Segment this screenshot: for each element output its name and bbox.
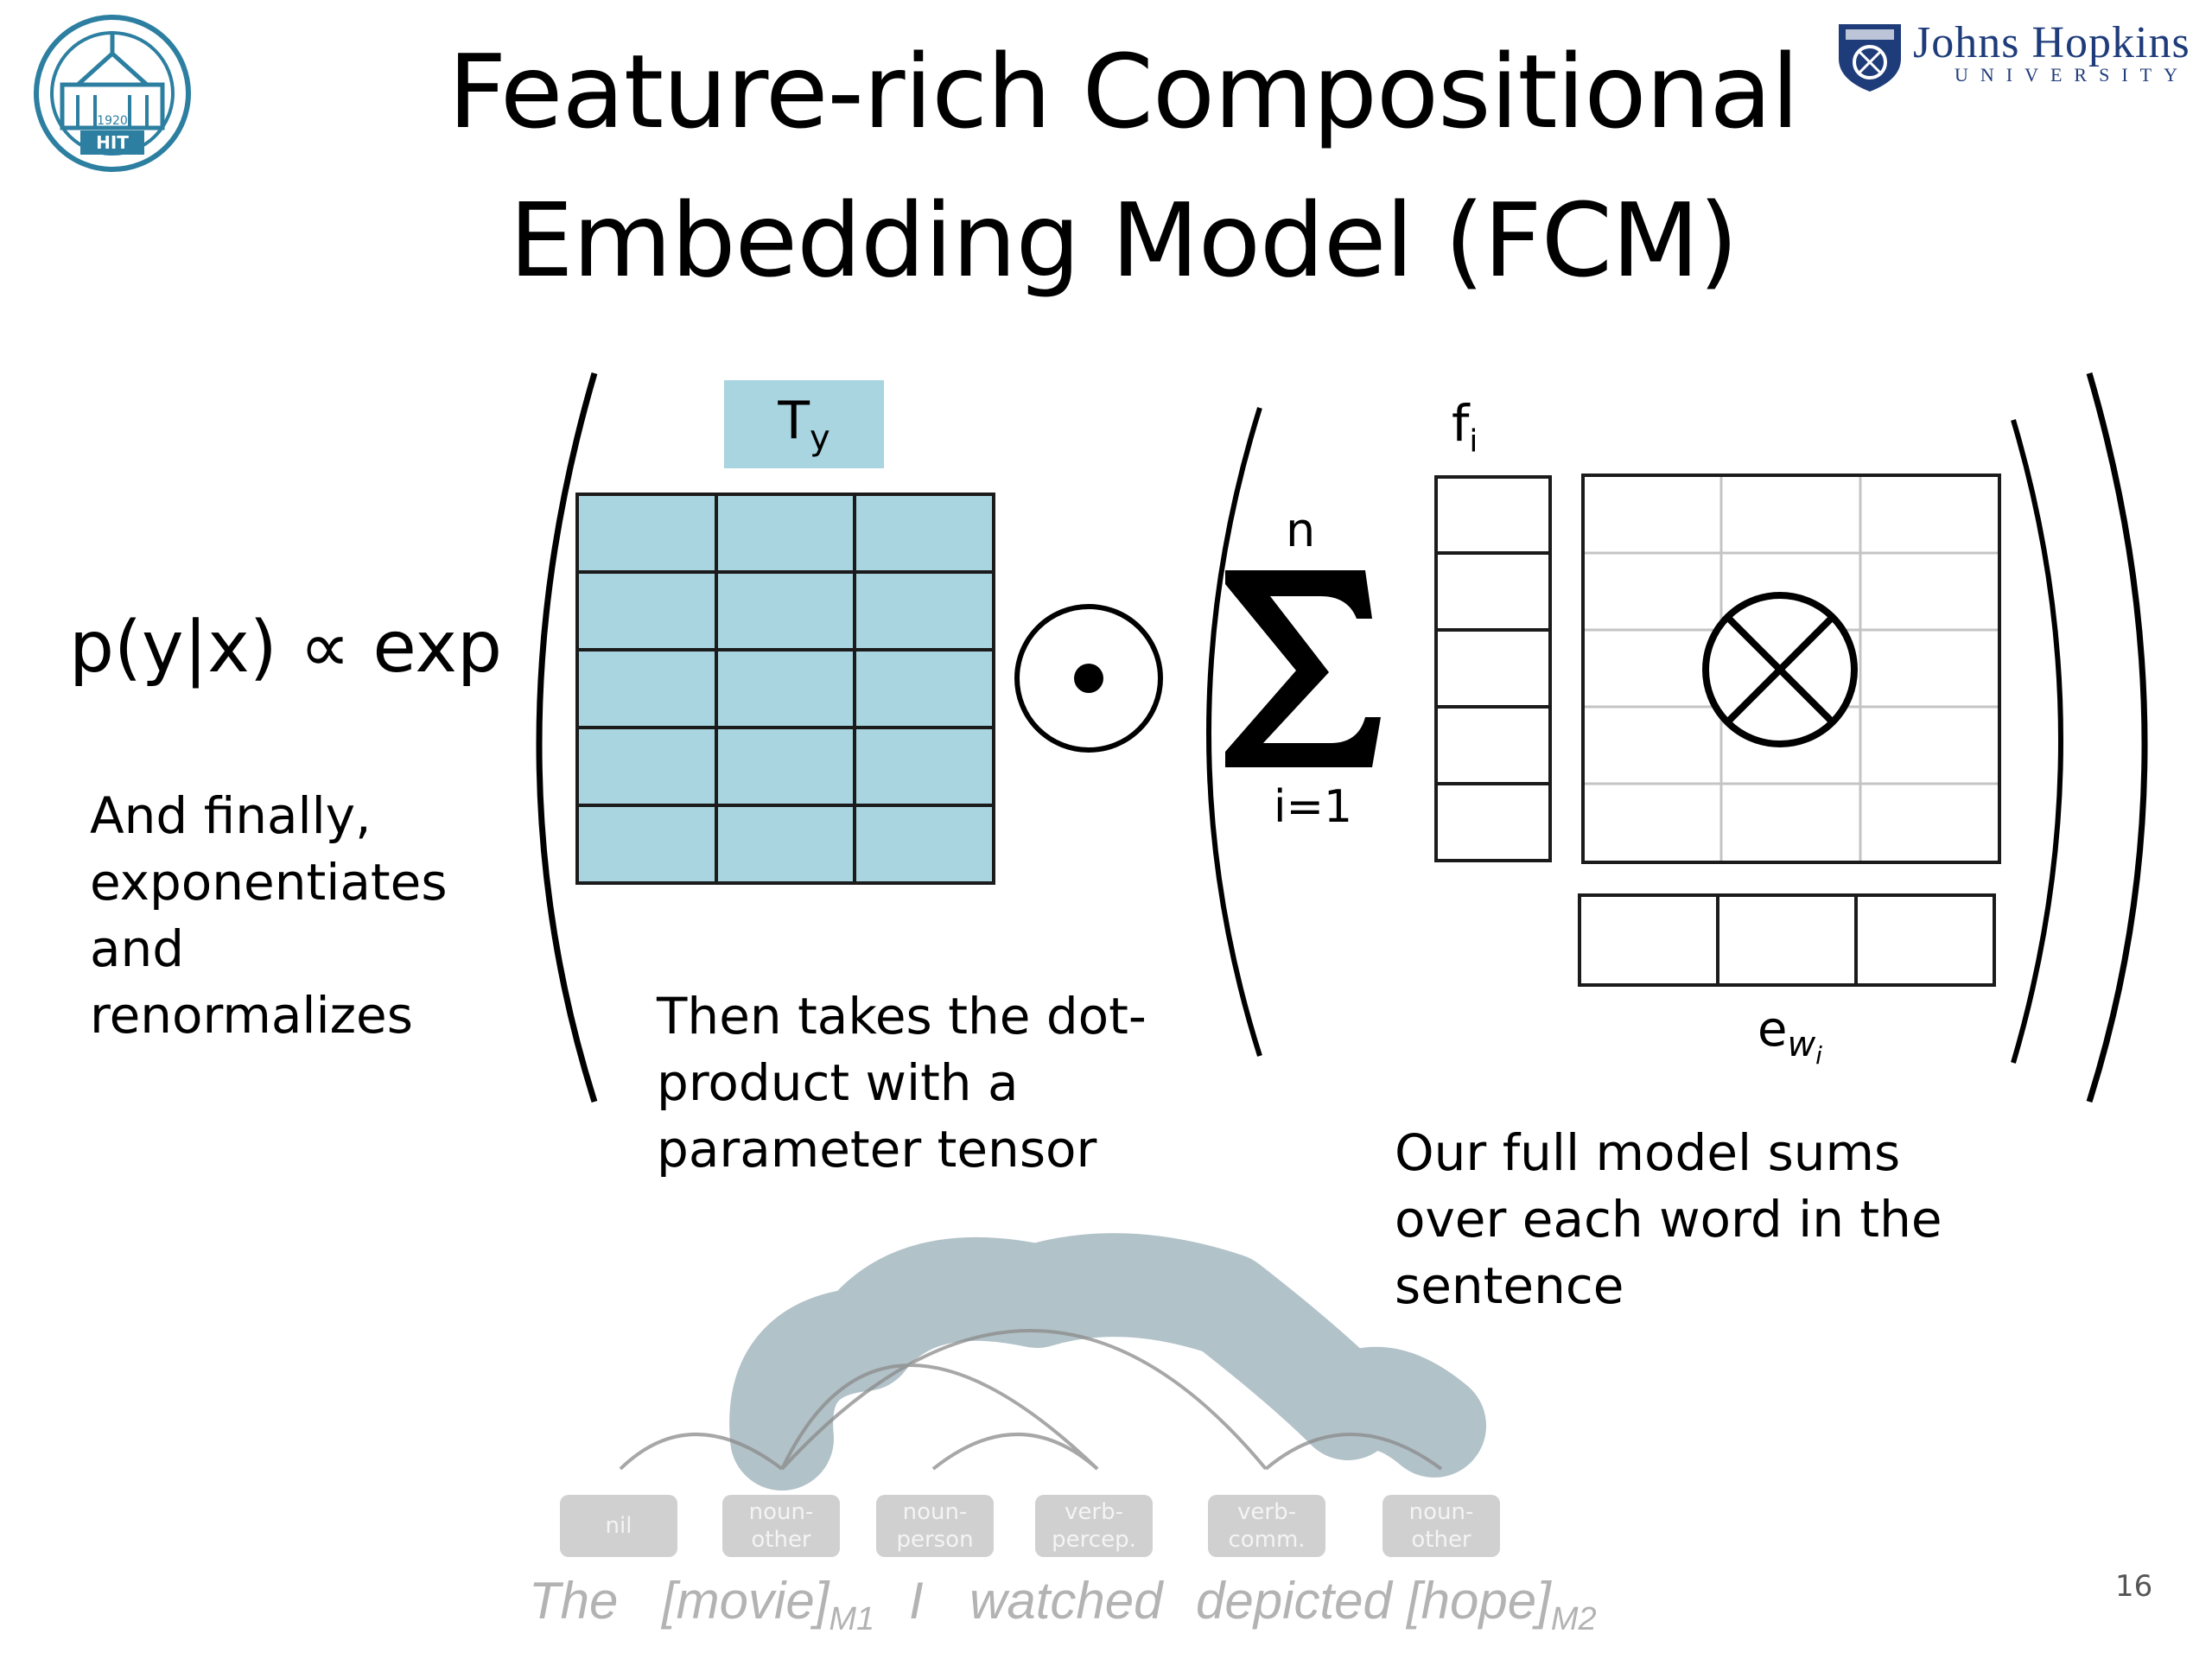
embed-label-main: e — [1758, 1001, 1788, 1058]
hit-logo-roof — [76, 50, 149, 86]
tag-label-watched: verb- percep. — [1035, 1498, 1153, 1554]
mention-1-text: [movie] — [662, 1572, 830, 1630]
feature-vector — [1434, 475, 1552, 862]
tag-box — [1382, 1495, 1500, 1557]
arc-movie-depicted — [780, 1329, 1268, 1471]
inner-left-paren — [1206, 407, 1262, 1057]
embed-label-subsub: i — [1815, 1041, 1822, 1071]
dot-note-line: parameter tensor — [657, 1120, 1097, 1179]
tag-box — [560, 1495, 677, 1557]
tensor-label-box — [724, 380, 884, 468]
tag-line: person — [896, 1527, 974, 1553]
jhu-logo-name: Johns Hopkins — [1913, 18, 2190, 67]
mention-2-sub: M2 — [1550, 1601, 1597, 1637]
hit-logo-outer-ring — [34, 15, 191, 172]
sentence-word-mention-1: [movie]M1 — [662, 1571, 874, 1638]
dependency-tag-boxes — [560, 1495, 1500, 1557]
dependency-arcs — [619, 1329, 1443, 1471]
inner-right-paren — [2011, 419, 2063, 1064]
exp-note-line: renormalizes — [90, 986, 413, 1045]
hit-logo-text: HIT — [96, 132, 129, 153]
sentence-word: depicted — [1196, 1572, 1392, 1630]
sentence-word-mention-2: [hope]M2 — [1407, 1571, 1597, 1638]
dot-note-line: product with a — [657, 1053, 1019, 1112]
tag-line: other — [1411, 1527, 1471, 1553]
jhu-logo-sub: UNIVERSITY — [1955, 64, 2190, 86]
page-title: Feature-rich Compositional Embedding Mod… — [259, 17, 1987, 315]
tag-line: noun- — [902, 1499, 968, 1525]
exp-annotation: And finally, exponentiates and renormali… — [90, 783, 448, 1049]
dot-product-icon — [1014, 604, 1163, 753]
tag-line: percep. — [1052, 1527, 1136, 1553]
tag-label-nil: nil — [560, 1512, 677, 1540]
arc-depicted-hope — [1264, 1433, 1443, 1471]
embedding-label: ewi — [1758, 1002, 1822, 1084]
tag-label-movie: noun- other — [722, 1498, 840, 1554]
mention-2-text: [hope] — [1407, 1572, 1551, 1630]
exp-note-line: And finally, — [90, 786, 372, 845]
hit-logo — [34, 15, 191, 172]
outer-left-paren — [536, 372, 598, 1103]
feature-vector-label: fi — [1452, 396, 1478, 470]
tag-box — [1208, 1495, 1325, 1557]
exp-note-line: and — [90, 919, 185, 978]
tag-line: other — [751, 1527, 811, 1553]
outer-right-paren — [2086, 372, 2148, 1103]
tensor-label-sub: y — [809, 418, 830, 458]
tag-label-i: noun- person — [876, 1498, 994, 1554]
embed-label-sub: w — [1787, 1025, 1816, 1065]
tag-box — [876, 1495, 994, 1557]
tensor-label-main: T — [778, 391, 810, 451]
outer-product-icon — [1702, 592, 1858, 747]
tag-line: noun- — [1408, 1499, 1474, 1525]
dot-note-line: Then takes the dot- — [657, 987, 1147, 1046]
dependency-highlight-path — [729, 1233, 1486, 1491]
word-embedding-vector — [1578, 893, 1996, 987]
arc-watched-i — [931, 1433, 1099, 1471]
hit-logo-building — [60, 82, 165, 130]
tag-line: comm. — [1228, 1527, 1306, 1553]
tag-box — [722, 1495, 840, 1557]
feature-label-sub: i — [1469, 423, 1478, 460]
tag-label-depicted: verb- comm. — [1208, 1498, 1325, 1554]
sum-note-line: sentence — [1395, 1256, 1624, 1315]
title-line-1: Feature-rich Compositional — [448, 32, 1800, 151]
tag-line: verb- — [1237, 1499, 1296, 1525]
sum-upper-bound: n — [1286, 503, 1316, 557]
parameter-tensor-grid — [575, 493, 995, 885]
exp-note-line: exponentiates — [90, 853, 448, 912]
sum-lower-bound: i=1 — [1274, 781, 1353, 833]
tag-line: noun- — [748, 1499, 814, 1525]
tag-box — [1035, 1495, 1153, 1557]
tag-label-hope: noun- other — [1382, 1498, 1500, 1554]
summation-icon — [1225, 570, 1381, 767]
jhu-shield-icon — [1839, 24, 1901, 92]
dot-product-annotation: Then takes the dot- product with a param… — [657, 983, 1147, 1183]
hit-logo-banner — [80, 130, 144, 155]
sentence-word: watched — [969, 1572, 1163, 1630]
mention-1-sub: M1 — [829, 1601, 875, 1637]
sum-annotation: Our full model sums over each word in th… — [1395, 1120, 1942, 1319]
formula-lhs: p(y|x) ∝ exp — [69, 607, 503, 689]
sentence-word: I — [909, 1572, 924, 1630]
tag-line: verb- — [1065, 1499, 1123, 1525]
tensor-label: Ty — [724, 391, 884, 468]
sentence-word: The — [529, 1572, 619, 1630]
page-number: 16 — [2115, 1569, 2153, 1604]
tag-line: nil — [605, 1513, 632, 1539]
sum-note-line: over each word in the — [1395, 1190, 1942, 1249]
hit-logo-year: 1920 — [97, 114, 128, 128]
title-line-2: Embedding Model (FCM) — [509, 181, 1738, 300]
sum-note-line: Our full model sums — [1395, 1123, 1901, 1182]
feature-label-main: f — [1452, 394, 1470, 453]
arc-movie-the — [619, 1433, 784, 1471]
